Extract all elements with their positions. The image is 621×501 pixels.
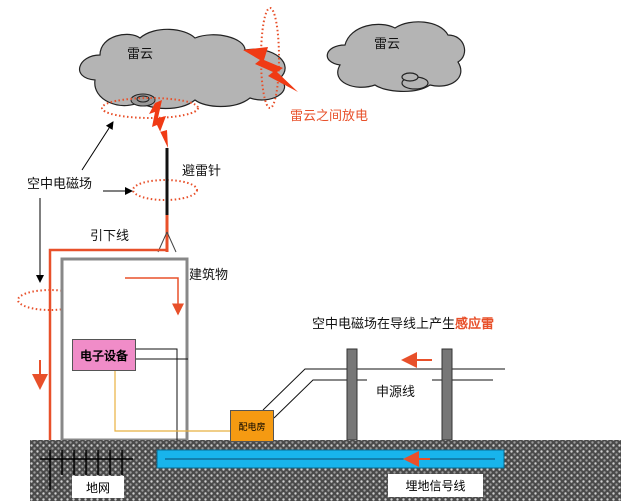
- lightning-rod-label: 避雷针: [182, 164, 222, 179]
- em-field-ring-rod: [132, 179, 198, 201]
- induced-caption-highlight: 感应雷: [455, 317, 495, 332]
- ground-grid: [40, 450, 133, 490]
- cloud-right: [326, 21, 466, 92]
- ground-grid-label-box: 地网: [72, 476, 124, 498]
- induced-caption-prefix: 空中电磁场在导线上产生: [312, 317, 456, 332]
- power-line-label: 申源线: [376, 385, 416, 400]
- induced-lightning-caption: 空中电磁场在导线上产生感应雷: [312, 318, 494, 331]
- down-conductor-label: 引下线: [90, 229, 130, 244]
- distribution-room-box: 配电房: [230, 410, 274, 442]
- intercloud-discharge-label: 雷云之间放电: [290, 109, 369, 124]
- charge-center-icon: [130, 93, 156, 107]
- buried-signal-label: 埋地信号线: [405, 479, 466, 493]
- em-field-label: 空中电磁场: [27, 177, 93, 192]
- distribution-room-label: 配电房: [238, 422, 266, 433]
- cloud-right-label: 雷云: [374, 37, 401, 52]
- lightning-bolt-icon: [149, 100, 168, 148]
- utility-pole: [346, 348, 358, 441]
- ground-grid-label: 地网: [85, 480, 110, 495]
- building-label: 建筑物: [189, 268, 229, 283]
- lightning-bolt-intercloud-icon: [243, 47, 298, 92]
- em-field-ring-cloud: [101, 97, 199, 119]
- cloud-left-label: 雷云: [127, 47, 154, 62]
- cloud-left: [78, 28, 286, 110]
- utility-pole: [441, 348, 453, 441]
- electronic-equipment-label: 电子设备: [79, 348, 128, 363]
- buried-signal-label-box: 埋地信号线: [388, 474, 483, 497]
- electronic-equipment-box: 电子设备: [72, 339, 136, 371]
